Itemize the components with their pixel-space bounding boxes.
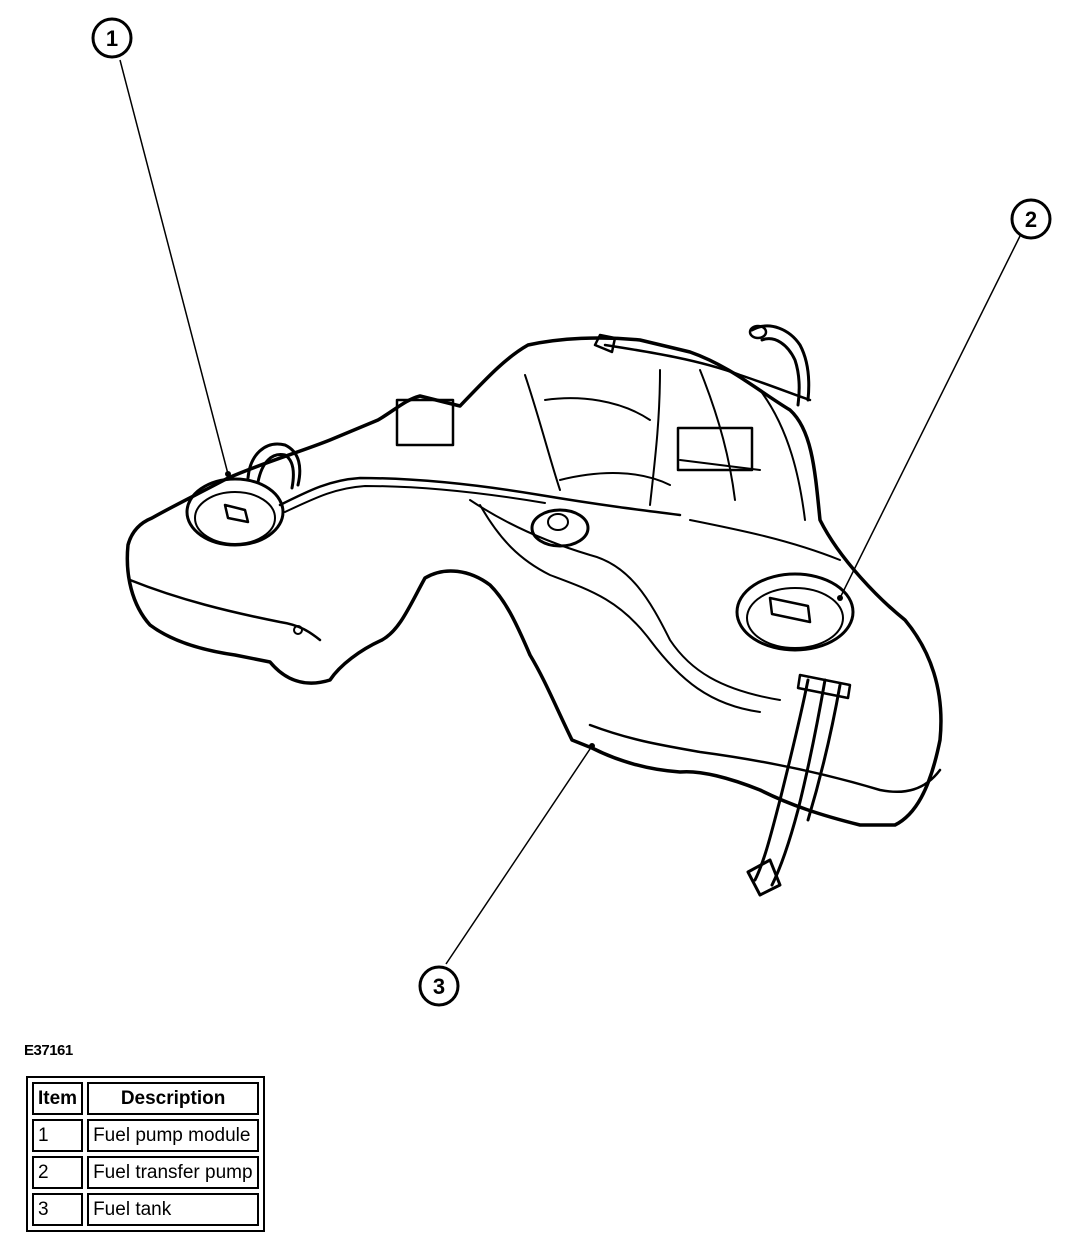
leader-line-2 [839,235,1021,599]
fuel-sender-cap-inner [547,513,569,531]
legend-header-description: Description [87,1082,260,1115]
tank-seam-middle [479,504,761,713]
table-row: 2 Fuel transfer pump [32,1156,260,1189]
callout-3: 3 [418,965,460,1007]
feed-lines [753,678,842,887]
leader-dot-2 [837,595,843,601]
fuel-line-upper-2 [284,485,546,513]
table-row: 1 Fuel pump module [32,1119,260,1152]
feed-line-connector [746,858,782,897]
filler-tube-end [748,324,768,340]
fuel-tank-outline [125,336,943,827]
legend-item-number: 1 [32,1119,84,1152]
legend-item-number: 2 [32,1156,84,1189]
tank-inner-ridge [524,369,806,521]
fuel-pump-connector [223,503,250,524]
tank-mount-hole [293,625,303,635]
leader-line-3 [445,745,593,965]
fuel-transfer-pump-connector [768,596,812,624]
fuel-pump-module-flange [194,491,276,545]
fuel-pump-module-ring [185,477,285,547]
tank-seam-lower [128,578,322,642]
legend-header-item: Item [32,1082,84,1115]
fuel-transfer-pump-flange [746,587,844,649]
legend-item-description: Fuel pump module [87,1119,260,1152]
leader-line-1 [119,59,229,475]
fuel-sender-cap [530,508,590,548]
callout-2-label: 2 [1025,207,1037,232]
callout-2: 2 [1010,198,1052,240]
feed-line-clamp [796,673,852,700]
tank-inner-groove [469,499,781,701]
fuel-transfer-pump-ring [735,572,855,652]
tank-inner-floor [544,397,841,561]
vent-line [603,343,812,402]
callout-3-label: 3 [433,974,445,999]
legend-item-description: Fuel transfer pump [87,1156,260,1189]
figure-id: E37161 [24,1042,73,1059]
tank-seam-right [588,723,942,794]
leader-dot-1 [225,471,231,477]
legend-item-description: Fuel tank [87,1193,260,1226]
legend-item-number: 3 [32,1193,84,1226]
tank-access-plate [395,398,455,447]
tank-access-plate-rear [676,426,754,472]
vent-valve [593,333,617,354]
table-row: 3 Fuel tank [32,1193,260,1226]
filler-tube [750,324,811,407]
fuel-pump-module-lines [246,442,302,490]
fuel-tank-diagram: 1 2 3 [91,17,1052,1007]
leader-dot-3 [589,743,595,749]
fuel-line-upper [278,476,682,517]
callout-1: 1 [91,17,133,59]
legend-table: Item Description 1 Fuel pump module 2 Fu… [26,1076,266,1232]
callout-1-label: 1 [106,26,118,51]
legend-header-row: Item Description [32,1082,260,1115]
